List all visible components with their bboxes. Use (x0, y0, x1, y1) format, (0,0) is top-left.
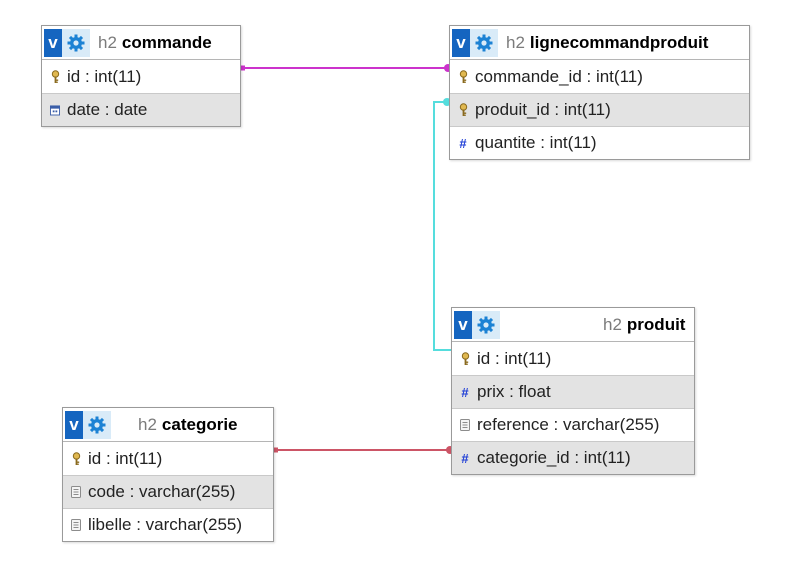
hash-icon: # (461, 384, 469, 400)
relation-source-marker (273, 447, 278, 453)
column-row[interactable]: commande_id : int(11) (450, 60, 749, 93)
column-row[interactable]: date : date (42, 93, 240, 126)
column-label: commande_id : int(11) (475, 66, 643, 86)
column-row[interactable]: # categorie_id : int(11) (452, 441, 694, 474)
column-row[interactable]: code : varchar(255) (63, 475, 273, 508)
column-label: produit_id : int(11) (475, 100, 611, 119)
key-icon (458, 69, 468, 84)
column-row[interactable]: id : int(11) (42, 60, 240, 93)
key-icon (458, 103, 468, 117)
column-label: reference : varchar(255) (477, 415, 660, 434)
text-icon (460, 418, 470, 432)
key-icon (71, 451, 81, 466)
relation-categorie-produit[interactable] (273, 446, 454, 454)
database-prefix: h2 (98, 32, 117, 52)
column-label: categorie_id : int(11) (477, 448, 631, 467)
column-row[interactable]: id : int(11) (452, 342, 694, 375)
column-row[interactable]: libelle : varchar(255) (63, 508, 273, 541)
relation-line (433, 101, 452, 351)
column-label: quantite : int(11) (475, 133, 597, 152)
table-name: categorie (161, 414, 238, 434)
hash-icon: # (461, 450, 469, 466)
relation-commande-lignecommandproduit[interactable] (240, 64, 452, 72)
relation-source-marker (240, 65, 245, 71)
text-icon (71, 485, 81, 499)
column-row[interactable]: produit_id : int(11) (450, 93, 749, 126)
column-label: id : int(11) (67, 66, 142, 86)
column-label: prix : float (477, 382, 551, 401)
column-label: date : date (67, 100, 148, 119)
gear-icon[interactable] (472, 310, 500, 339)
gear-icon[interactable] (83, 410, 111, 439)
database-prefix: h2 (603, 314, 622, 334)
toggle-columns-button[interactable]: v (44, 28, 62, 57)
toggle-columns-button[interactable]: v (454, 310, 472, 339)
column-row[interactable]: id : int(11) (63, 442, 273, 475)
table-name: lignecommandproduit (529, 32, 709, 52)
toggle-columns-button[interactable]: v (452, 28, 470, 57)
column-label: id : int(11) (477, 348, 552, 368)
key-icon (460, 351, 470, 366)
gear-icon[interactable] (62, 28, 90, 57)
table-name: commande (121, 32, 212, 52)
column-label: id : int(11) (88, 448, 163, 468)
key-icon (50, 69, 60, 84)
toggle-columns-button[interactable]: v (65, 410, 83, 439)
column-label: libelle : varchar(255) (88, 515, 243, 534)
column-row[interactable]: reference : varchar(255) (452, 408, 694, 441)
table-name: produit (626, 314, 686, 334)
text-icon (71, 518, 81, 532)
column-row[interactable]: # quantite : int(11) (450, 126, 749, 159)
date-icon (50, 103, 60, 117)
column-label: code : varchar(255) (88, 482, 236, 501)
column-row[interactable]: # prix : float (452, 375, 694, 408)
gear-icon[interactable] (470, 28, 498, 57)
database-prefix: h2 (506, 32, 525, 52)
hash-icon: # (459, 135, 467, 151)
database-prefix: h2 (138, 414, 157, 434)
